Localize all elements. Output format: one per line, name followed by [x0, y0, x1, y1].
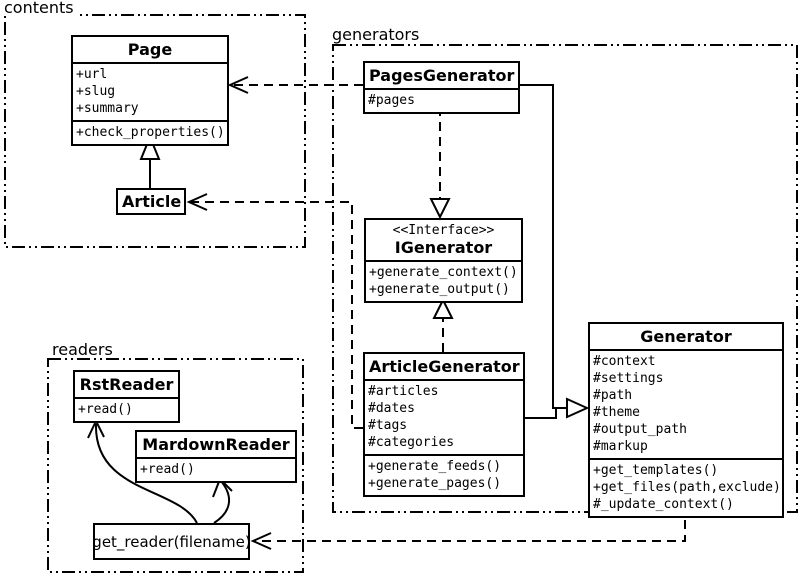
class-articlegenerator-methods: +generate_feeds() +generate_pages() [365, 454, 523, 495]
class-pagesgenerator: PagesGenerator #pages [363, 61, 520, 114]
dependency-articlegenerator-article-line [191, 201, 363, 429]
method: +generate_output() [369, 282, 510, 297]
generalization-articlegenerator-generator-line [525, 408, 557, 419]
attribute: #output_path [593, 422, 687, 437]
package-border-contents [4, 14, 306, 248]
attribute: #tags [368, 418, 408, 433]
method: +get_files(path,exclude) [593, 480, 781, 495]
attribute: #markup [593, 439, 648, 454]
method: +check_properties() [76, 125, 225, 140]
attribute: #settings [593, 371, 664, 386]
class-page-attributes: +url +slug +summary [73, 62, 227, 120]
attribute: #path [593, 388, 633, 403]
arrow-getreader-markdownreader-line [213, 480, 230, 524]
class-pagesgenerator-attributes: #pages [365, 88, 518, 112]
method: +generate_pages() [368, 476, 502, 491]
attribute: +url [76, 67, 108, 82]
realization-articlegenerator-igenerator-arrowhead [432, 297, 454, 319]
class-articlegenerator-attributes: #articles #dates #tags #categories [365, 379, 523, 454]
class-rstreader: RstReader +read() [73, 370, 180, 423]
method: #_update_context() [593, 497, 734, 512]
attribute: #theme [593, 405, 640, 420]
attribute: #context [593, 354, 656, 369]
attribute: #pages [368, 93, 415, 108]
method: +get_templates() [593, 463, 719, 478]
class-igenerator-methods: +generate_context() +generate_output() [366, 260, 521, 301]
generalization-generator-arrowhead [566, 397, 590, 419]
attribute: +summary [76, 101, 139, 116]
dependency-generator-getreader-arrowhead [250, 532, 272, 550]
class-rstreader-methods: +read() [75, 397, 178, 421]
class-page: Page +url +slug +summary +check_properti… [71, 35, 229, 146]
function-get-reader-label: get_reader(filename) [92, 532, 251, 551]
function-get-reader: get_reader(filename) [92, 523, 251, 560]
package-border-readers [47, 358, 304, 573]
class-generator: Generator #context #settings #path #them… [588, 322, 784, 518]
generalization-pagesgenerator-generator-line [520, 84, 567, 409]
attribute: +slug [76, 84, 116, 99]
arrow-getreader-rstreader-line [94, 423, 198, 524]
class-igenerator-title: IGenerator [394, 238, 493, 257]
method: +read() [140, 462, 195, 477]
class-markdownreader-methods: +read() [137, 457, 295, 481]
dependency-pagesgenerator-page-arrowhead [227, 76, 249, 94]
method: +generate_feeds() [368, 459, 502, 474]
package-border-generators [332, 44, 798, 513]
class-pagesgenerator-title: PagesGenerator [369, 66, 515, 85]
class-igenerator: <<Interface>> IGenerator +generate_conte… [364, 218, 523, 303]
class-rstreader-title: RstReader [79, 375, 174, 394]
class-page-title: Page [127, 40, 173, 59]
class-article-title: Article [122, 192, 182, 211]
dependency-generator-getreader-line [255, 505, 686, 542]
class-generator-methods: +get_templates() +get_files(path,exclude… [590, 458, 782, 516]
class-page-methods: +check_properties() [73, 120, 227, 144]
class-igenerator-stereotype: <<Interface>> [392, 223, 495, 238]
generalization-article-page-arrowhead [139, 134, 161, 160]
class-article: Article [116, 188, 186, 215]
class-generator-title: Generator [640, 327, 732, 346]
dependency-articlegenerator-article-arrowhead [186, 193, 208, 211]
method: +generate_context() [369, 265, 518, 280]
class-generator-attributes: #context #settings #path #theme #output_… [590, 349, 782, 458]
realization-pagesgenerator-igenerator-arrowhead [429, 198, 451, 220]
package-label-generators: generators [330, 25, 422, 44]
class-markdownreader: MardownReader +read() [135, 430, 297, 483]
method: +read() [78, 402, 133, 417]
class-articlegenerator-title: ArticleGenerator [369, 357, 520, 376]
attribute: #dates [368, 401, 415, 416]
class-articlegenerator: ArticleGenerator #articles #dates #tags … [363, 352, 525, 497]
class-markdownreader-title: MardownReader [142, 435, 290, 454]
attribute: #categories [368, 435, 455, 450]
package-label-contents: contents [2, 0, 76, 17]
attribute: #articles [368, 384, 439, 399]
package-label-readers: readers [50, 340, 115, 359]
